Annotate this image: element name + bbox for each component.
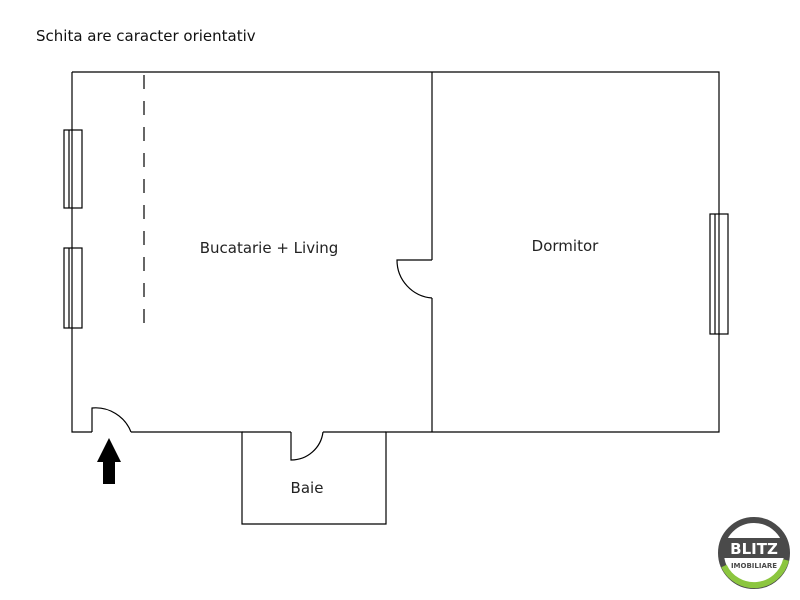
window-left-top xyxy=(63,129,83,209)
outer-wall xyxy=(72,71,720,525)
window-left-bottom xyxy=(63,247,83,329)
bath-door xyxy=(290,431,324,461)
logo-sub: IMOBILIARE xyxy=(731,562,777,570)
outer-wall-left xyxy=(71,72,92,433)
arrow-up-icon xyxy=(97,438,121,484)
room-label-bedroom: Dormitor xyxy=(532,237,599,255)
entrance-door xyxy=(91,407,132,433)
room-label-living: Bucatarie + Living xyxy=(200,239,339,257)
window-right xyxy=(709,213,729,335)
room-label-bath: Baie xyxy=(291,479,324,497)
blitz-logo: BLITZ IMOBILIARE xyxy=(718,517,790,589)
bedroom-door xyxy=(396,259,433,299)
sketch-note: Schita are caracter orientativ xyxy=(36,27,256,45)
logo-brand: BLITZ xyxy=(730,540,778,558)
